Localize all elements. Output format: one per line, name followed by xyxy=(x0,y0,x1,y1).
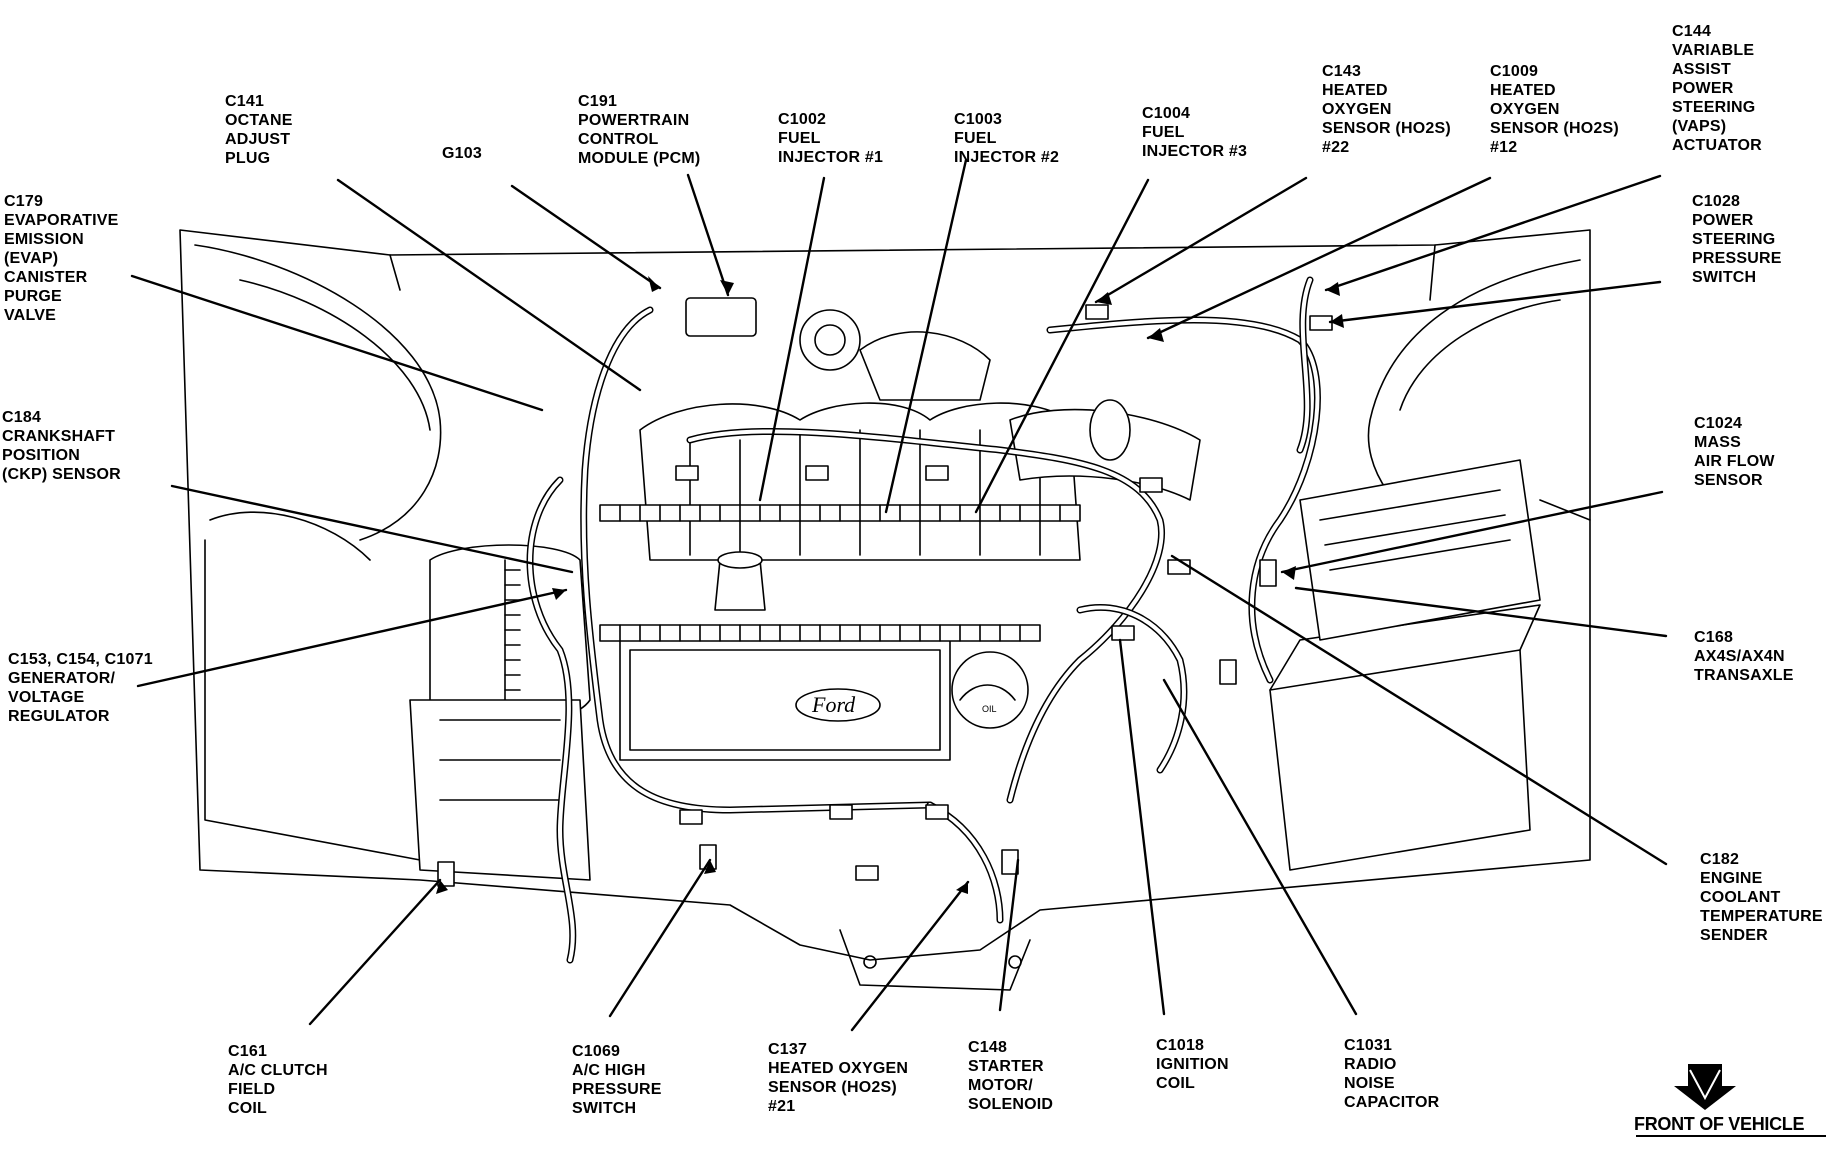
callout-c137: C137 HEATED OXYGEN SENSOR (HO2S) #21 xyxy=(768,1041,909,1115)
air-cleaner-housing xyxy=(1299,459,1541,641)
pcm-connector xyxy=(685,297,757,337)
callout-c143: C143 HEATED OXYGEN SENSOR (HO2S) #22 xyxy=(1322,63,1451,156)
battery-box xyxy=(1269,649,1531,871)
ford-badge-text: Ford xyxy=(811,692,856,717)
callout-c148: C148 STARTER MOTOR/ SOLENOID xyxy=(968,1039,1054,1113)
leader-lines xyxy=(130,158,1668,1032)
callout-c161: C161 A/C CLUTCH FIELD COIL xyxy=(228,1043,328,1117)
callout-c1002: C1002 FUEL INJECTOR #1 xyxy=(778,111,884,166)
callout-c1069: C1069 A/C HIGH PRESSURE SWITCH xyxy=(572,1043,662,1117)
egr-valve xyxy=(799,309,861,371)
harness-connectors xyxy=(437,297,1333,887)
callout-c1018: C1018 IGNITION COIL xyxy=(1156,1037,1229,1092)
ford-badge xyxy=(795,688,881,722)
leader-arrowheads xyxy=(436,276,1344,894)
callout-c184: C184 CRANKSHAFT POSITION (CKP) SENSOR xyxy=(2,409,121,483)
callout-c141: C141 OCTANE ADJUST PLUG xyxy=(225,93,293,167)
callout-c153: C153, C154, C1071 GENERATOR/ VOLTAGE REG… xyxy=(8,651,153,725)
callout-c1028: C1028 POWER STEERING PRESSURE SWITCH xyxy=(1692,193,1782,286)
callout-c179: C179 EVAPORATIVE EMISSION (EVAP) CANISTE… xyxy=(4,193,119,324)
callout-c182: C182 ENGINE COOLANT TEMPERATURE SENDER xyxy=(1700,851,1823,944)
callout-g103: G103 xyxy=(442,145,482,162)
callout-c1031: C1031 RADIO NOISE CAPACITOR xyxy=(1344,1037,1440,1111)
oil-cap-text: OIL xyxy=(982,704,997,714)
callout-c144: C144 VARIABLE ASSIST POWER STEERING (VAP… xyxy=(1672,23,1762,154)
callout-c168: C168 AX4S/AX4N TRANSAXLE xyxy=(1694,629,1794,684)
front-of-vehicle-label: FRONT OF VEHICLE xyxy=(1634,1114,1805,1134)
oil-filler-cap xyxy=(951,651,1029,729)
down-arrow-icon xyxy=(1674,1064,1736,1110)
callout-c1003: C1003 FUEL INJECTOR #2 xyxy=(954,111,1060,166)
callout-c191: C191 POWERTRAIN CONTROL MODULE (PCM) xyxy=(578,93,701,167)
callout-c1009: C1009 HEATED OXYGEN SENSOR (HO2S) #12 xyxy=(1490,63,1619,156)
callout-c1024: C1024 MASS AIR FLOW SENSOR xyxy=(1694,415,1775,489)
valve-cover xyxy=(619,639,951,761)
callout-c1004: C1004 FUEL INJECTOR #3 xyxy=(1142,105,1248,160)
callout-id: C141 xyxy=(225,93,265,110)
